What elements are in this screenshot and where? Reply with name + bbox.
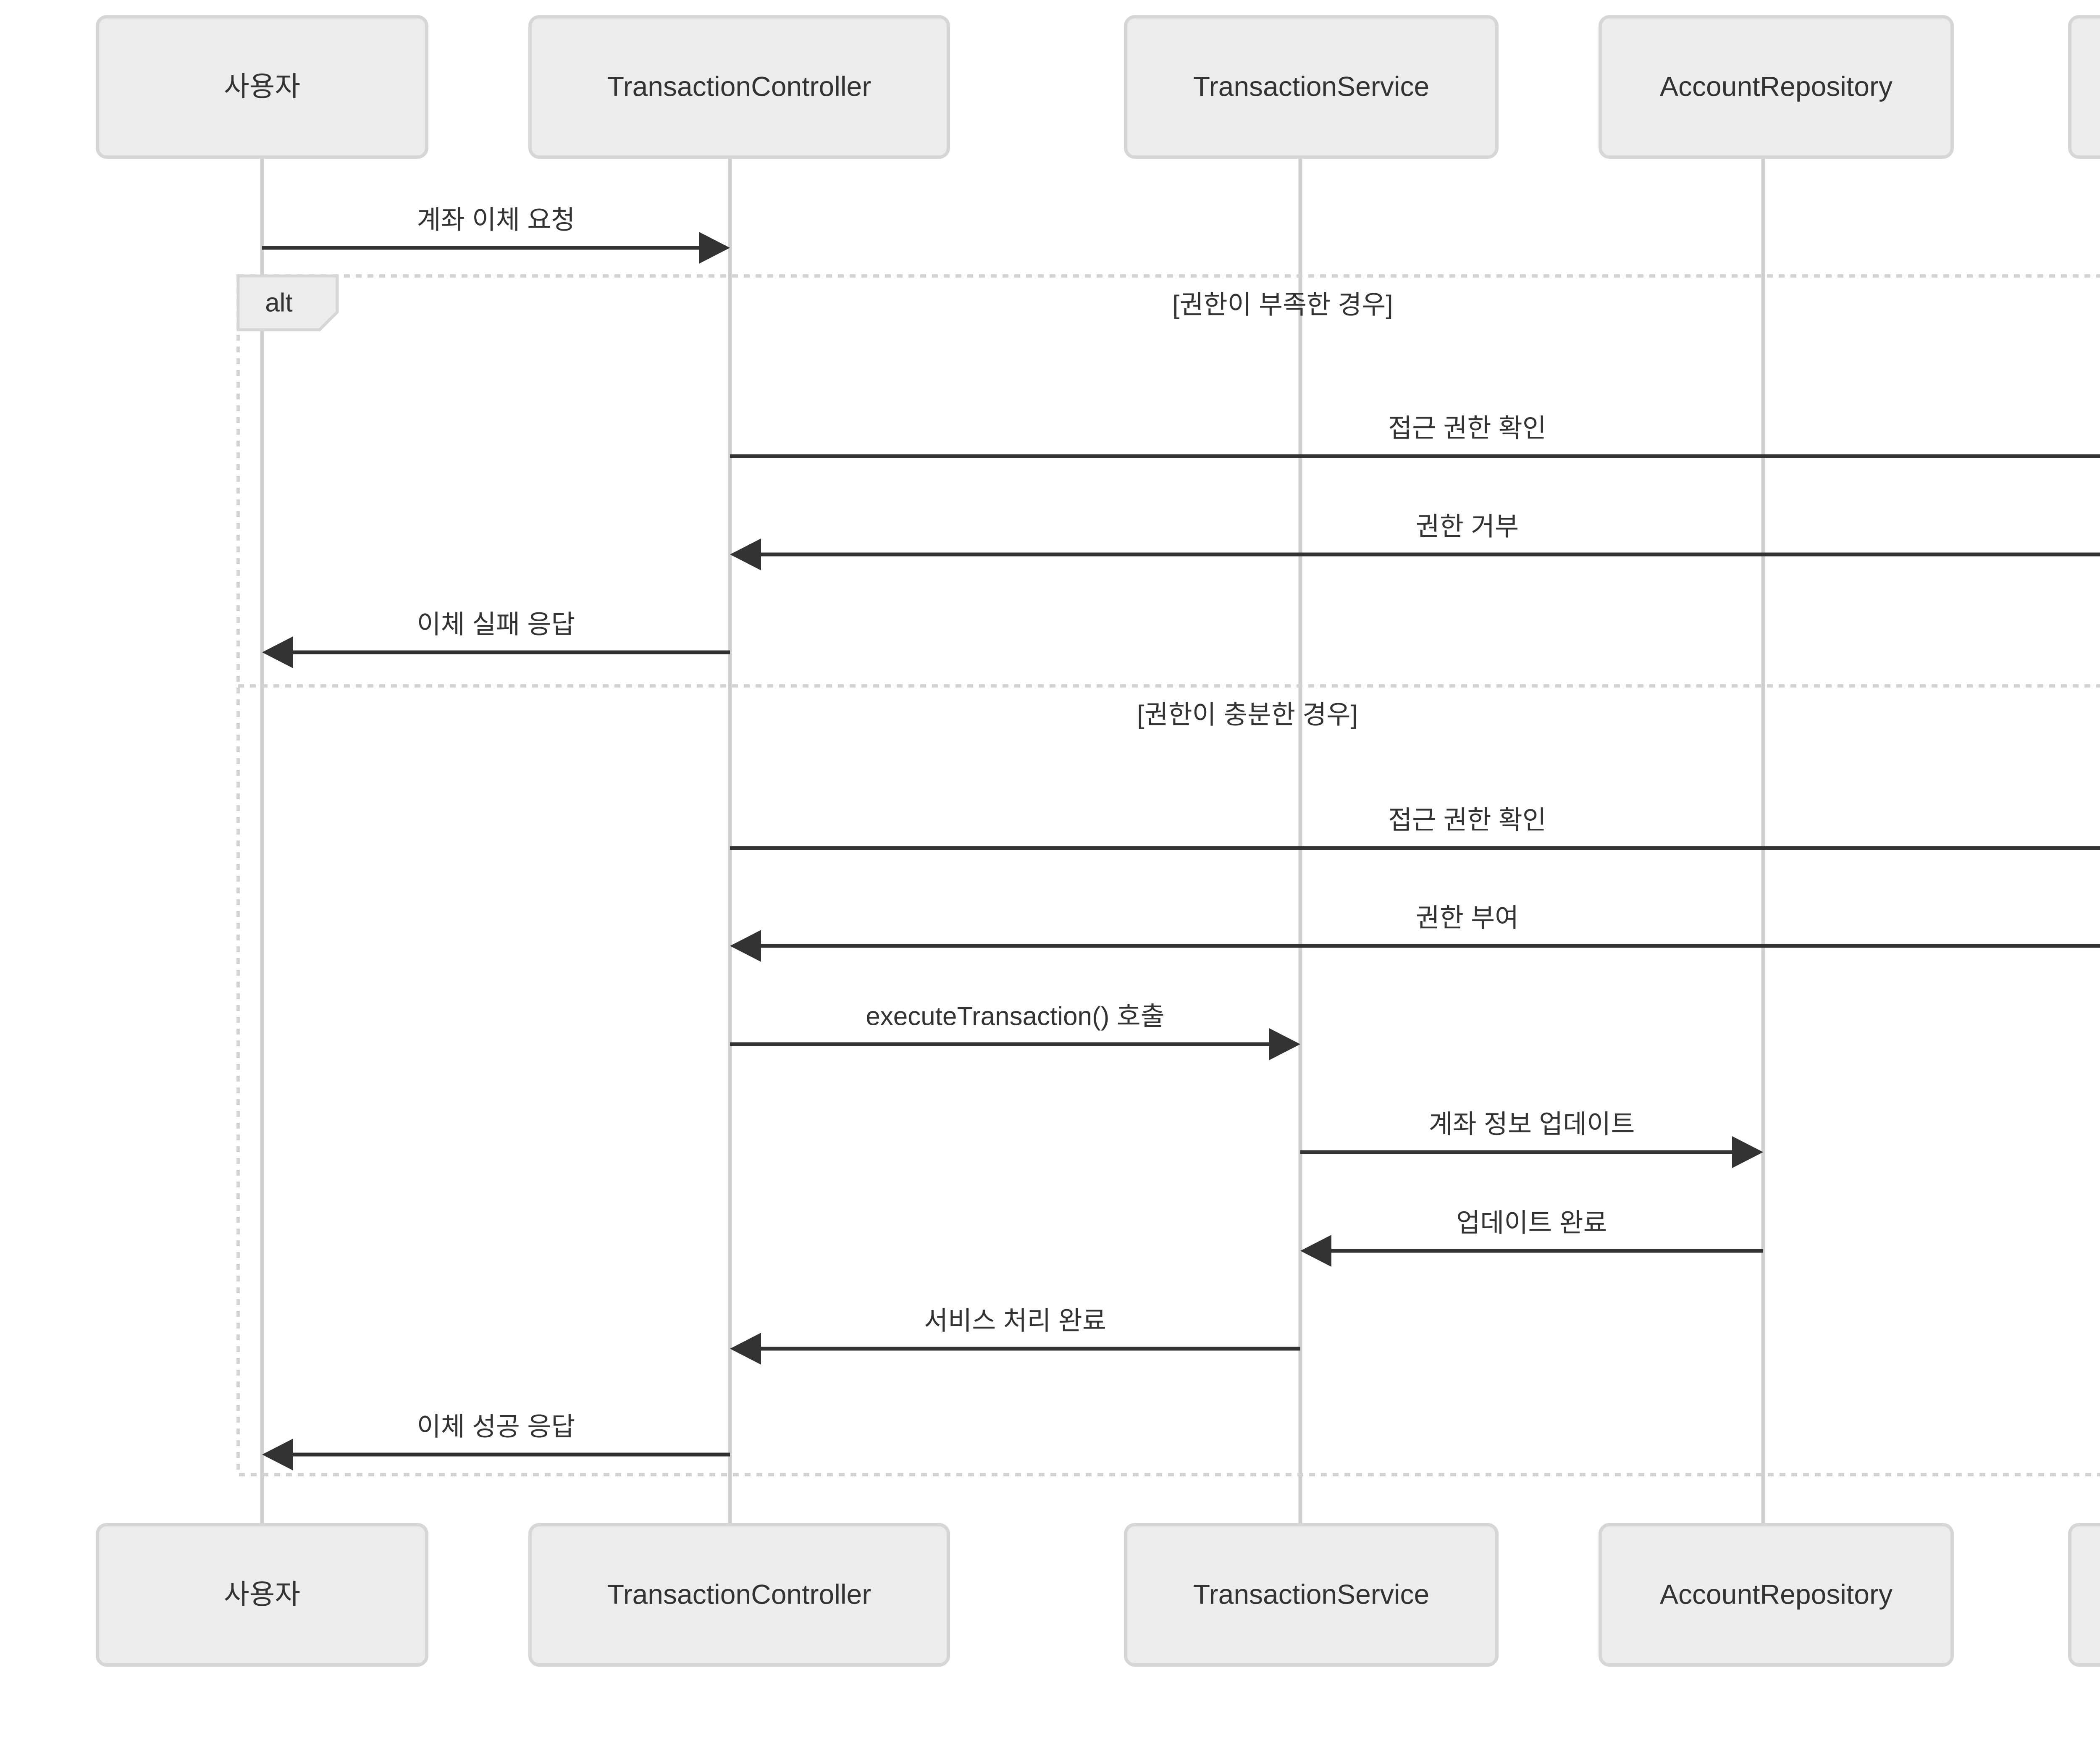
message-arrowhead xyxy=(262,1439,293,1471)
participant-box[interactable] xyxy=(2068,1523,2100,1667)
alt-branch-condition-2: [권한이 충분한 경우] xyxy=(1137,700,1357,729)
message-7: executeTransaction() 호출 xyxy=(730,1002,1300,1060)
message-8: 계좌 정보 업데이트 xyxy=(1300,1110,1763,1168)
message-label: 업데이트 완료 xyxy=(1456,1208,1607,1237)
message-arrowhead xyxy=(730,1333,761,1365)
message-arrowhead xyxy=(730,538,761,570)
message-11: 이체 성공 응답 xyxy=(262,1412,730,1471)
participant-top-repository[interactable]: AccountRepository xyxy=(1599,15,1954,159)
participant-top-service[interactable]: TransactionService xyxy=(1124,15,1499,159)
participant-label: 사용자 xyxy=(224,71,300,102)
participant-label: AccountRepository xyxy=(1660,1578,1893,1610)
alt-operator-label: alt xyxy=(265,288,292,317)
participant-box[interactable] xyxy=(1124,1523,1499,1667)
message-arrowhead xyxy=(262,636,293,668)
participant-box[interactable] xyxy=(528,15,950,159)
message-4: 이체 실패 응답 xyxy=(262,610,730,668)
alt-branch-condition-1: [권한이 부족한 경우] xyxy=(1172,290,1393,319)
message-arrowhead xyxy=(699,232,730,264)
participant-label: TransactionService xyxy=(1193,71,1429,102)
participant-top-controller[interactable]: TransactionController xyxy=(528,15,950,159)
participant-box[interactable] xyxy=(528,1523,950,1667)
participant-label: TransactionController xyxy=(607,1578,871,1610)
participant-top-user[interactable]: 사용자 xyxy=(96,15,428,159)
participant-bottom-user[interactable]: 사용자 xyxy=(96,1523,428,1667)
message-label: 접근 권한 확인 xyxy=(1388,806,1546,835)
participant-box[interactable] xyxy=(1599,15,1954,159)
participant-box[interactable] xyxy=(96,15,428,159)
message-label: 권한 부여 xyxy=(1416,903,1519,932)
message-label: 계좌 정보 업데이트 xyxy=(1429,1110,1635,1139)
participant-bottom-controller[interactable]: TransactionController xyxy=(528,1523,950,1667)
participant-label: TransactionController xyxy=(607,71,871,102)
message-label: 계좌 이체 요청 xyxy=(417,205,575,234)
message-label: 이체 성공 응답 xyxy=(417,1412,575,1441)
participant-top-security[interactable]: Spring Security xyxy=(2068,15,2100,159)
message-10: 서비스 처리 완료 xyxy=(730,1306,1300,1365)
message-2: 접근 권한 확인 xyxy=(730,414,2100,458)
message-label: 서비스 처리 완료 xyxy=(924,1306,1106,1335)
participant-label: 사용자 xyxy=(224,1578,300,1610)
participant-box[interactable] xyxy=(96,1523,428,1667)
message-6: 권한 부여 xyxy=(730,903,2100,962)
alt-fragment-layer: alt [권한이 부족한 경우] [권한이 충분한 경우] xyxy=(236,274,2100,1476)
participant-bottom-service[interactable]: TransactionService xyxy=(1124,1523,1499,1667)
message-arrowhead xyxy=(1300,1235,1331,1267)
message-arrowhead xyxy=(1269,1028,1300,1060)
message-arrowhead xyxy=(730,930,761,962)
participant-box[interactable] xyxy=(1124,15,1499,159)
message-9: 업데이트 완료 xyxy=(1300,1208,1763,1267)
message-label: 이체 실패 응답 xyxy=(417,610,575,639)
participant-bottom-security[interactable]: Spring Security xyxy=(2068,1523,2100,1667)
message-1: 계좌 이체 요청 xyxy=(262,205,730,264)
participant-label: AccountRepository xyxy=(1660,71,1893,102)
participant-box[interactable] xyxy=(1599,1523,1954,1667)
message-label: executeTransaction() 호출 xyxy=(866,1002,1164,1031)
message-label: 접근 권한 확인 xyxy=(1388,414,1546,443)
lifelines-layer xyxy=(260,157,1765,1525)
participant-bottom-repository[interactable]: AccountRepository xyxy=(1599,1523,1954,1667)
message-3: 권한 거부 xyxy=(730,512,2100,570)
message-5: 접근 권한 확인 xyxy=(730,806,2100,850)
participant-label: TransactionService xyxy=(1193,1578,1429,1610)
message-arrowhead xyxy=(1732,1136,1763,1168)
message-label: 권한 거부 xyxy=(1416,512,1519,541)
participant-boxes-layer: 사용자사용자TransactionControllerTransactionCo… xyxy=(96,15,2100,1667)
participant-box[interactable] xyxy=(2068,15,2100,159)
alt-operator-tab xyxy=(236,274,339,331)
